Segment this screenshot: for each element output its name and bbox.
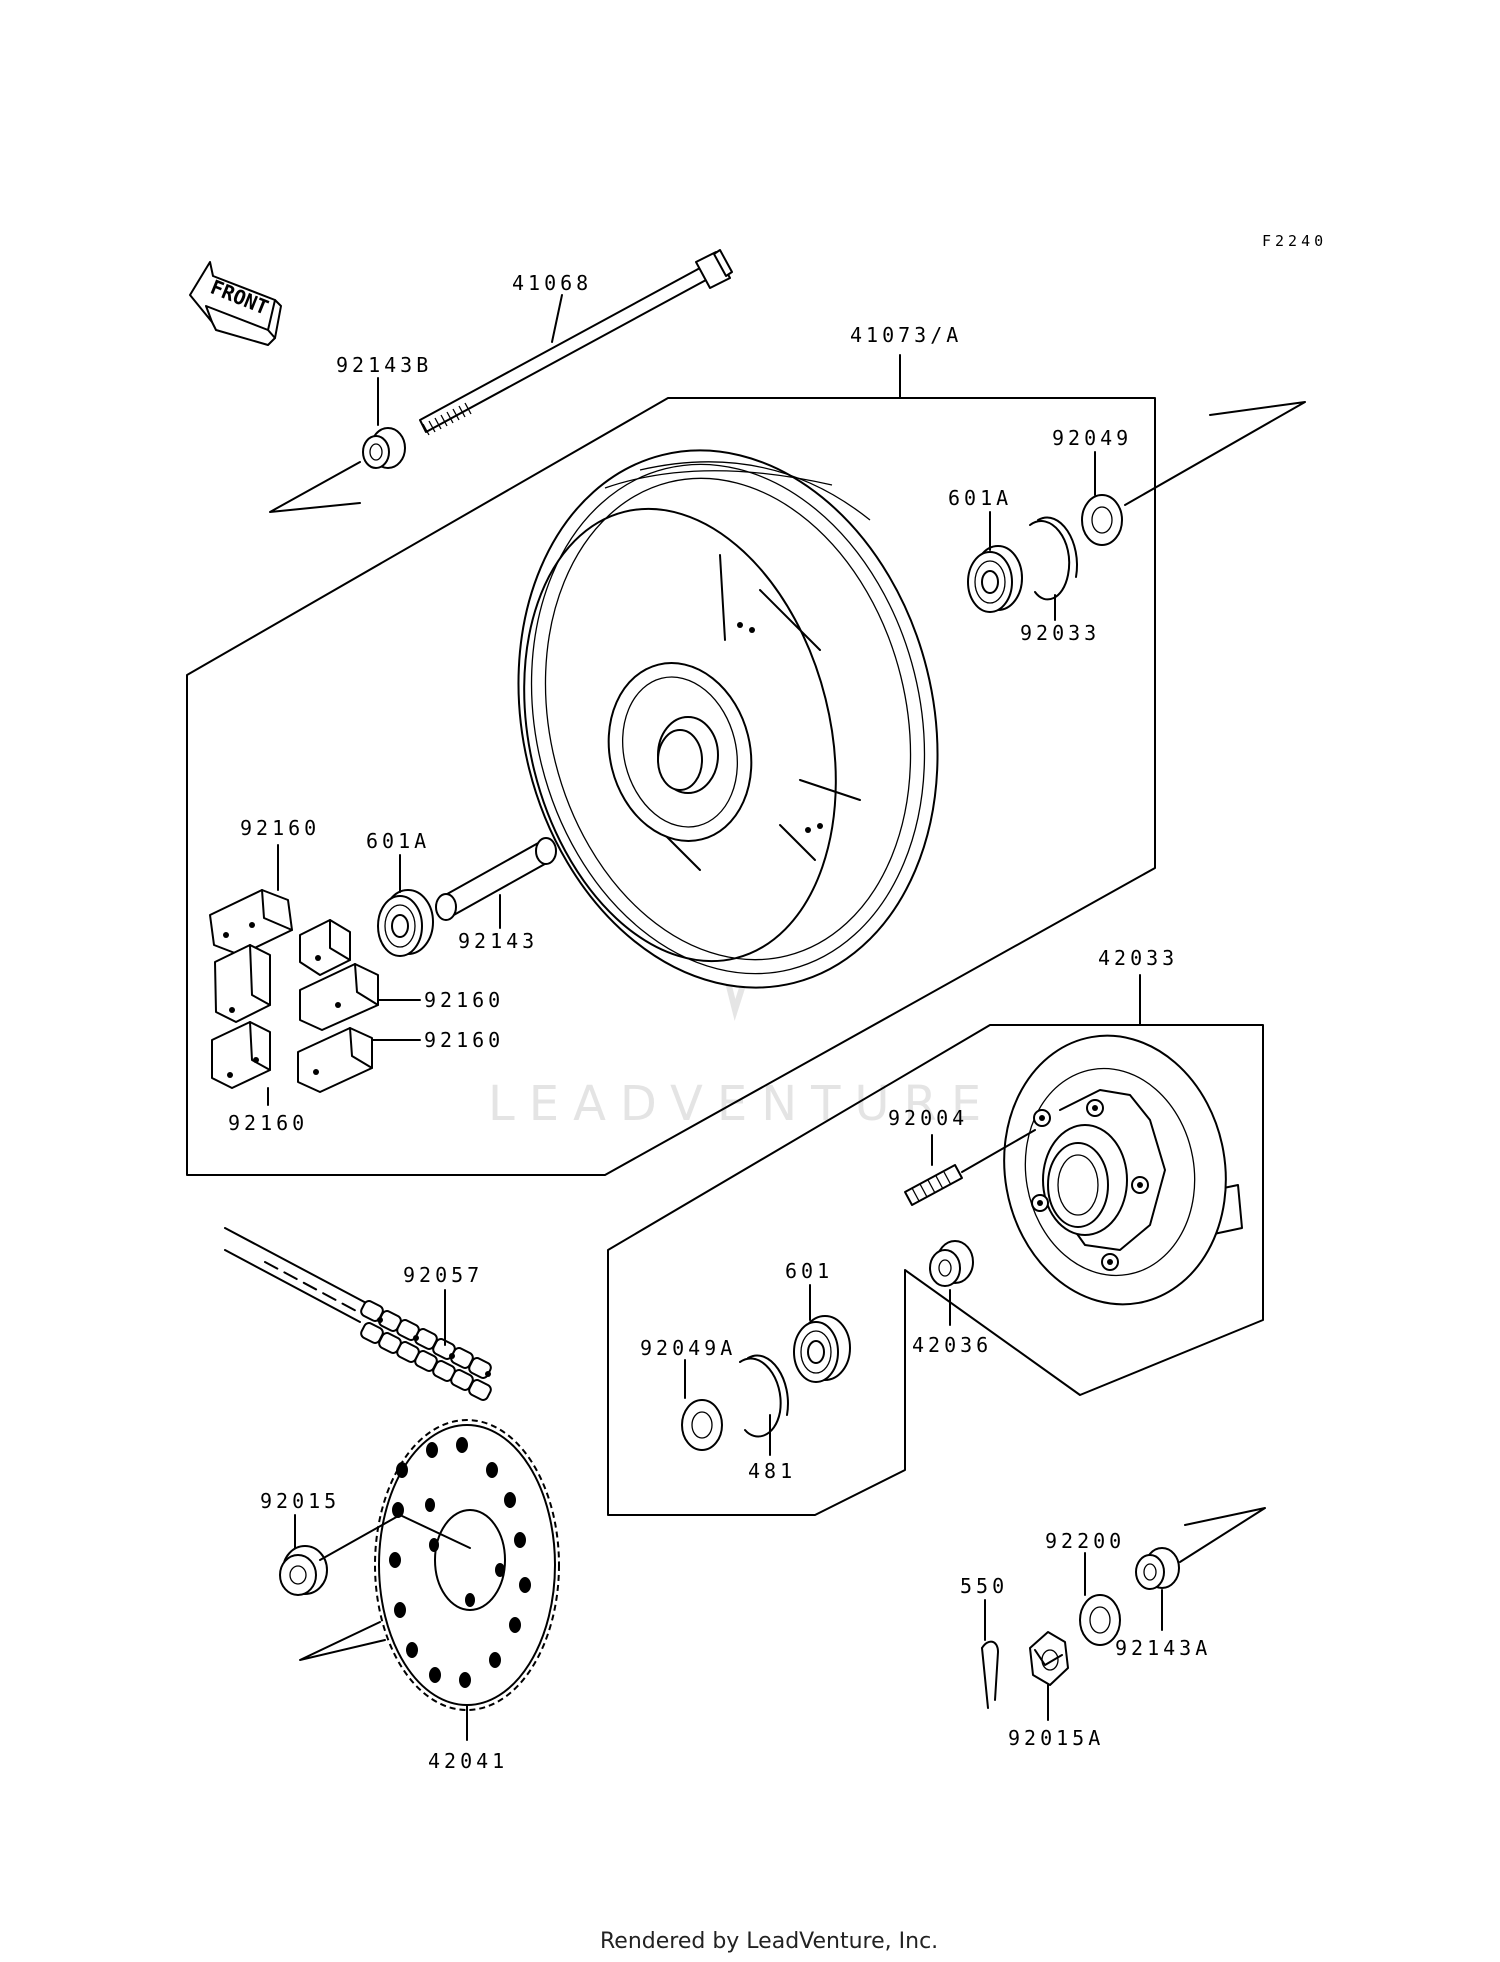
cotter-pin-550 (981, 1640, 999, 1709)
nut-92015 (279, 1514, 471, 1596)
axis-line-left (269, 461, 361, 513)
bearing-601 (793, 1315, 851, 1383)
axis-line-right (1124, 401, 1306, 506)
dampers-92160 (209, 889, 379, 1093)
label-92160-a: 92160 (240, 816, 320, 840)
collar-92143 (435, 837, 557, 921)
label-92049A: 92049A (640, 1336, 736, 1360)
label-92160-b: 92160 (424, 988, 504, 1012)
label-42036: 42036 (912, 1333, 992, 1357)
label-92160-d: 92160 (228, 1111, 308, 1135)
label-92033: 92033 (1020, 621, 1100, 645)
seal-92049 (1081, 494, 1123, 546)
coupling-assembly-box (607, 1024, 1264, 1516)
castle-nut-92015A (1029, 1631, 1069, 1686)
diagram-ref-code: F2240 (1262, 232, 1327, 250)
bearing-601A-top (967, 545, 1023, 613)
footer-credit: Rendered by LeadVenture, Inc. (600, 1929, 938, 1954)
bearing-601A-left (377, 889, 434, 957)
circlip-481 (739, 1354, 789, 1438)
label-481: 481 (748, 1459, 796, 1483)
wheel-assembly-box (186, 397, 1156, 1176)
label-92200: 92200 (1045, 1529, 1125, 1553)
collar-92143B (362, 427, 406, 469)
collar-42036 (929, 1240, 974, 1287)
washer-92200 (1079, 1594, 1121, 1646)
label-92057: 92057 (403, 1263, 483, 1287)
label-92015: 92015 (260, 1489, 340, 1513)
label-92015A: 92015A (1008, 1726, 1104, 1750)
coupling-hub (1003, 1034, 1243, 1306)
label-42041: 42041 (428, 1749, 508, 1773)
collar-92143A (1135, 1547, 1180, 1590)
wheel-rim (517, 449, 939, 989)
label-601: 601 (785, 1259, 833, 1283)
label-550: 550 (960, 1574, 1008, 1598)
label-41068: 41068 (512, 271, 592, 295)
label-92143: 92143 (458, 929, 538, 953)
watermark-text: LEADVENTURE (488, 1076, 995, 1132)
sprocket-42041 (374, 1419, 560, 1711)
label-92143B: 92143B (336, 353, 432, 377)
circlip-92033 (1029, 516, 1078, 601)
axis-line-sprocket (299, 1621, 386, 1661)
chain-92057 (224, 1227, 492, 1401)
label-92004: 92004 (888, 1106, 968, 1130)
label-92049: 92049 (1052, 426, 1132, 450)
stud-92004 (904, 1129, 1036, 1206)
label-92160-c: 92160 (424, 1028, 504, 1052)
leader-41068 (551, 294, 563, 343)
axle-41068 (419, 249, 733, 436)
label-601A-top: 601A (948, 486, 1012, 510)
label-42033: 42033 (1098, 946, 1178, 970)
label-92143A: 92143A (1115, 1636, 1211, 1660)
seal-92049A (681, 1399, 723, 1451)
front-arrow-icon: FRONT (189, 261, 282, 346)
label-41073A: 41073/A (850, 323, 962, 347)
axis-line-axle-end (1179, 1507, 1266, 1563)
label-601A-left: 601A (366, 829, 430, 853)
